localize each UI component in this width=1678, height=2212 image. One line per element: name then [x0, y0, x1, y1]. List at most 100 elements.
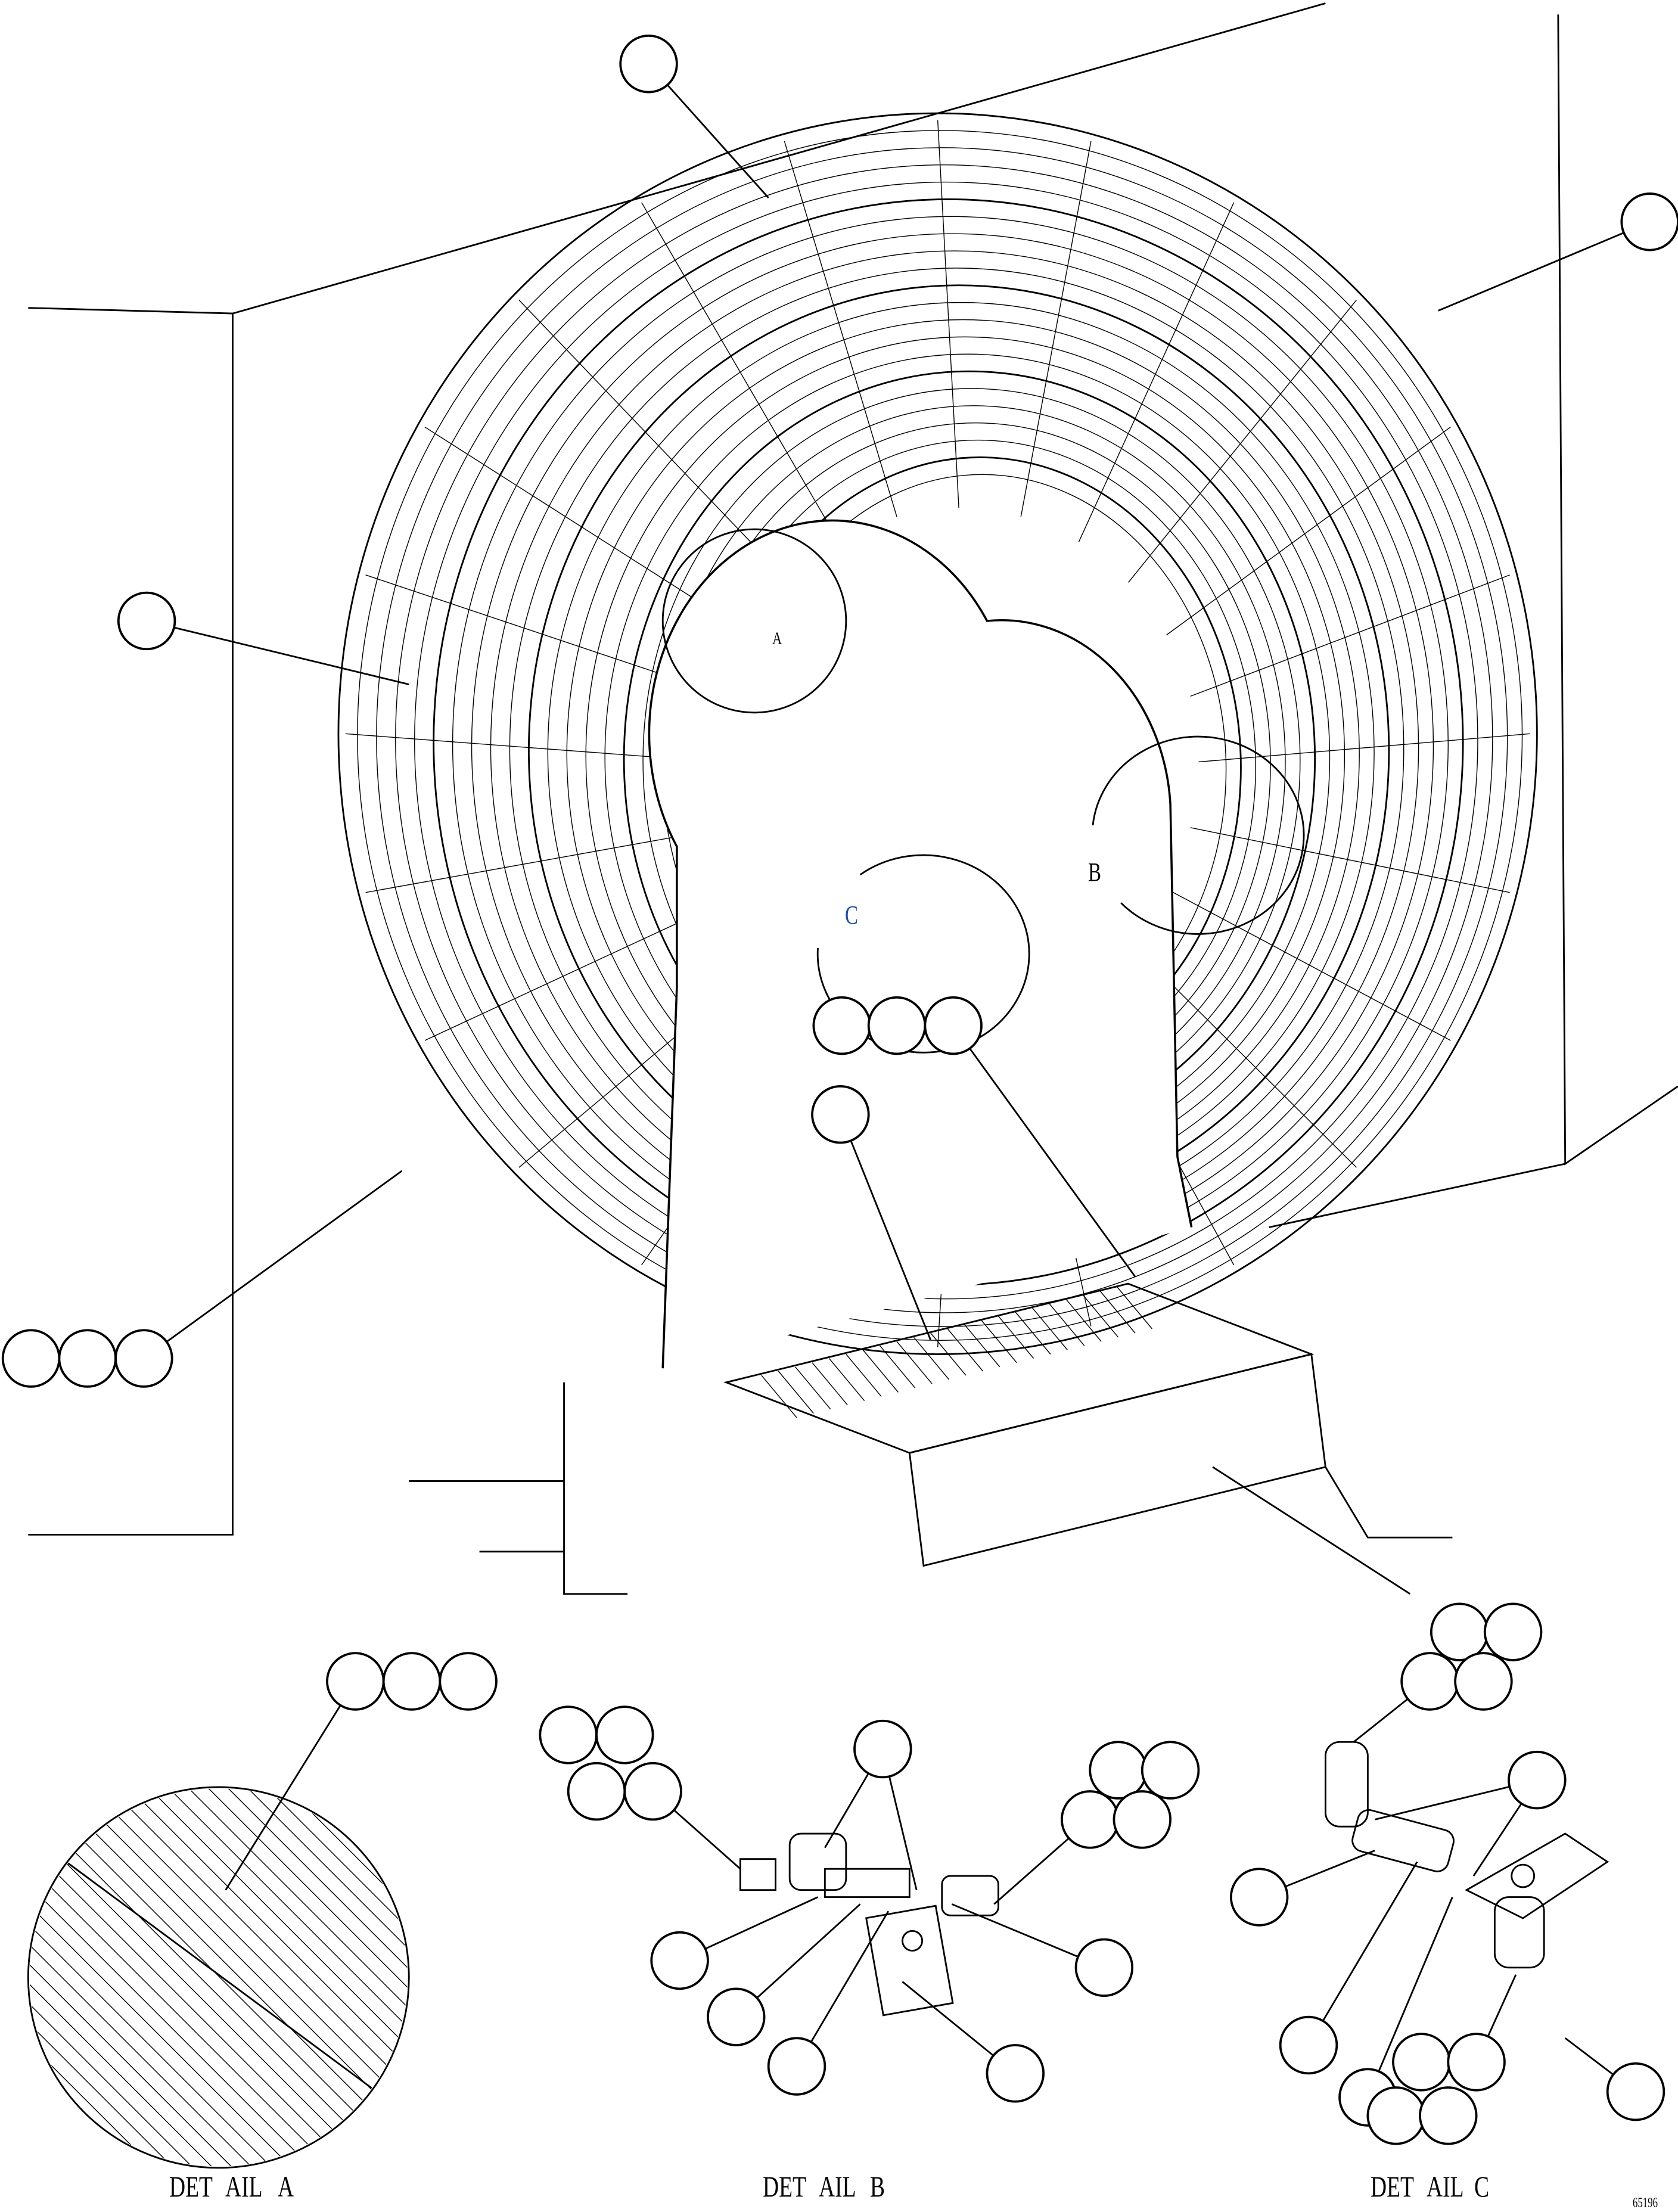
callout-balloon [1508, 1750, 1567, 1810]
detail-title-letter: A [278, 2170, 294, 2203]
view-label-a: A [772, 629, 782, 648]
callout-balloon [853, 1719, 912, 1779]
guard-wire [415, 1777, 838, 2200]
vent-slot [846, 1354, 882, 1397]
callout-balloon [1366, 2086, 1425, 2145]
guard-wire [29, 1788, 187, 2167]
guard-wire [335, 1788, 408, 2167]
guard-wire [138, 1788, 408, 2167]
guard-wire [177, 1788, 408, 2167]
guard-spoke [1128, 299, 1357, 583]
guard-wire [513, 1777, 936, 2200]
callout-balloon [114, 1329, 173, 1388]
guard-wire [118, 1788, 408, 2167]
guard-wire [157, 1788, 408, 2167]
callout-balloon [623, 1761, 682, 1821]
callout-balloon [1074, 1938, 1134, 1997]
detail-b-indicator [1092, 735, 1305, 935]
figure-number: 65196 [1633, 2195, 1658, 2211]
guard-spoke [1078, 202, 1235, 543]
guard-spoke [1020, 141, 1092, 517]
detail-title-part: AIL [225, 2170, 263, 2203]
guard-wire [58, 1788, 408, 2167]
guard-wire [276, 1788, 408, 2167]
callout-balloon [707, 1987, 766, 2046]
vent-slot [1015, 1312, 1051, 1354]
vent-slot [896, 1341, 933, 1384]
callout-balloon [1454, 1652, 1513, 1711]
callout-balloon [382, 1652, 442, 1711]
guard-wire [0, 1777, 28, 2200]
vent-slot [964, 1324, 1000, 1368]
vent-slot [981, 1320, 1017, 1363]
guard-wire [29, 1788, 266, 2167]
callout-balloon [1089, 1741, 1148, 1800]
guard-ring [395, 164, 1493, 1313]
radiator-housing [28, 2, 1678, 1536]
callout-balloon [1419, 2086, 1478, 2145]
callout-balloon [539, 1705, 598, 1764]
callout-balloon [650, 1931, 709, 1990]
guard-wire [454, 1777, 877, 2200]
leader-line [1307, 1861, 1418, 2046]
vent-slot [1031, 1307, 1068, 1350]
callout-balloon [1606, 2062, 1665, 2121]
guard-wire [29, 1788, 305, 2167]
guard-wire [493, 1777, 916, 2200]
vent-slot [880, 1345, 916, 1388]
detail-title-part: DET [763, 2170, 806, 2203]
vent-slot [1082, 1294, 1119, 1338]
guard-wire [29, 1788, 246, 2167]
guard-wire [29, 1788, 128, 2167]
vent-slot [812, 1362, 848, 1406]
guard-ring [357, 130, 1523, 1341]
vent-slot [1099, 1290, 1136, 1334]
leader-line [1367, 1896, 1453, 2098]
guard-wire [29, 1788, 344, 2167]
callout-balloon [439, 1652, 498, 1711]
callout-balloon [924, 996, 983, 1055]
guard-wire [197, 1788, 408, 2167]
guard-wire [29, 1788, 408, 2167]
guard-wire [533, 1777, 956, 2200]
guard-wire [355, 1788, 408, 2167]
guard-wire [216, 1788, 408, 2167]
vent-slot [947, 1328, 983, 1372]
guard-wire [29, 1788, 88, 2167]
leader-line [952, 1025, 1136, 1278]
leader-line [146, 620, 409, 685]
leader-line [796, 1910, 890, 2067]
vent-slot [1049, 1303, 1085, 1346]
guard-wire [29, 1788, 365, 2167]
callout-balloon [1113, 1790, 1172, 1849]
vent-slot [930, 1332, 967, 1376]
mounting-base [409, 1282, 1453, 1595]
callout-balloon [595, 1705, 654, 1764]
view-label-c: C [845, 900, 859, 930]
vent-slot [828, 1358, 865, 1402]
guard-spoke [1190, 827, 1510, 893]
callout-balloon [1430, 1602, 1489, 1661]
callout-balloon [811, 1085, 870, 1144]
detail-a-indicator [661, 528, 847, 714]
detail-title-letter: C [1474, 2170, 1490, 2203]
guard-wire [434, 1777, 857, 2200]
guard-wire [98, 1788, 408, 2167]
vent-slot [795, 1366, 831, 1410]
leader-line [143, 1170, 403, 1359]
guard-wire [394, 1788, 408, 2167]
callout-balloon [1447, 2033, 1506, 2092]
leader-line [648, 63, 769, 198]
vent-slot [761, 1375, 797, 1418]
callout-balloon [326, 1652, 385, 1711]
callout-balloon [1392, 2033, 1451, 2092]
guard-wire [79, 1788, 408, 2167]
guard-spoke [1198, 733, 1530, 763]
callout-balloon [1141, 1741, 1200, 1800]
callout-balloon [1229, 1868, 1289, 1927]
leader-line [840, 1114, 932, 1341]
detail-b-view [739, 1832, 999, 2017]
guard-ring [337, 112, 1538, 1355]
callout-balloon [812, 996, 871, 1055]
guard-wire [29, 1788, 48, 2167]
